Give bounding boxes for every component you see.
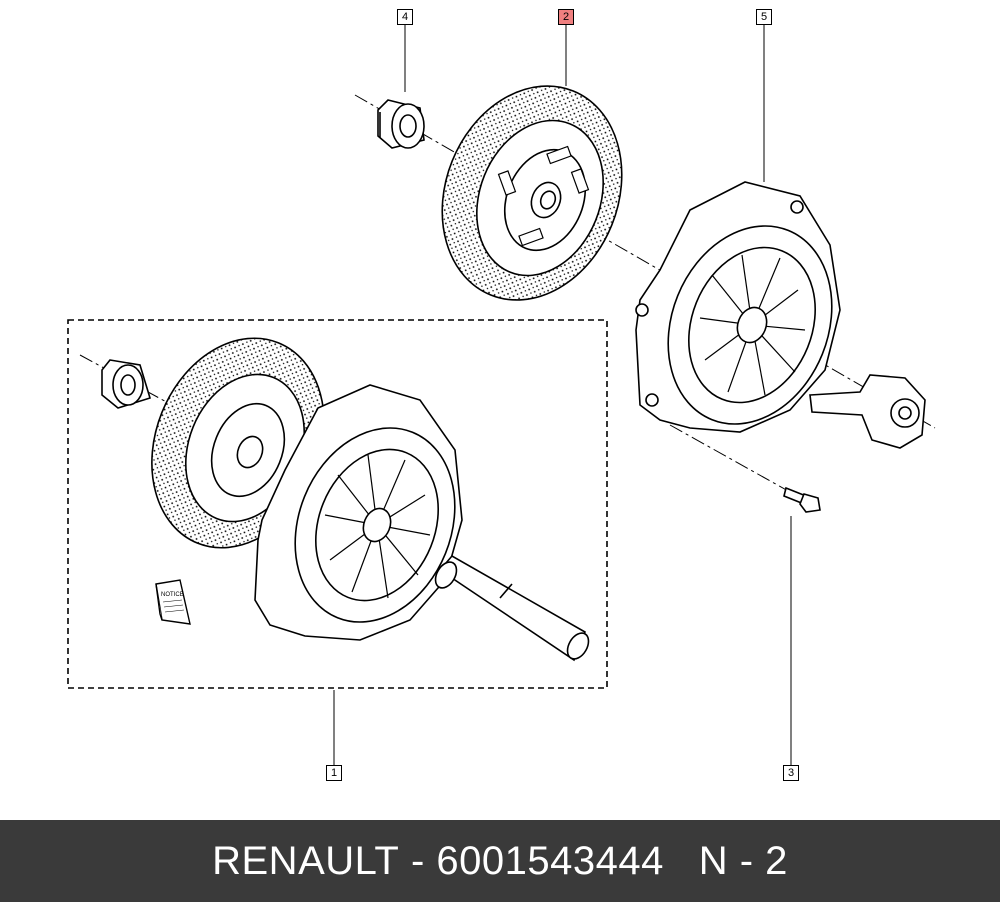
kit-pressure-plate xyxy=(254,384,463,641)
position-label: N - 2 xyxy=(698,838,788,883)
booklet-label: NOTICE xyxy=(161,592,184,598)
kit-notice-booklet: NOTICE xyxy=(155,579,191,625)
callout-4[interactable]: 4 xyxy=(397,9,413,25)
callout-5[interactable]: 5 xyxy=(756,9,772,25)
kit-release-bearing xyxy=(101,359,151,409)
callout-1[interactable]: 1 xyxy=(326,765,342,781)
clutch-disc-part xyxy=(441,85,623,301)
part-info-footer: RENAULT - 6001543444 N - 2 xyxy=(0,820,1000,902)
footer-gap xyxy=(664,839,699,884)
part-number: 6001543444 xyxy=(436,838,664,883)
brand-name: RENAULT xyxy=(212,838,400,883)
release-bearing-part xyxy=(377,99,425,149)
callout-2[interactable]: 2 xyxy=(558,9,574,25)
bolt-part xyxy=(783,486,821,513)
callout-3[interactable]: 3 xyxy=(783,765,799,781)
kit-alignment-tool xyxy=(434,554,590,662)
pressure-plate-part xyxy=(635,181,841,433)
clutch-kit-boundary xyxy=(67,319,608,689)
brand-separator: - xyxy=(399,838,437,883)
leader-lines xyxy=(333,24,792,765)
release-fork-part xyxy=(809,374,926,449)
exploded-parts-diagram: NOTICE xyxy=(67,24,936,765)
